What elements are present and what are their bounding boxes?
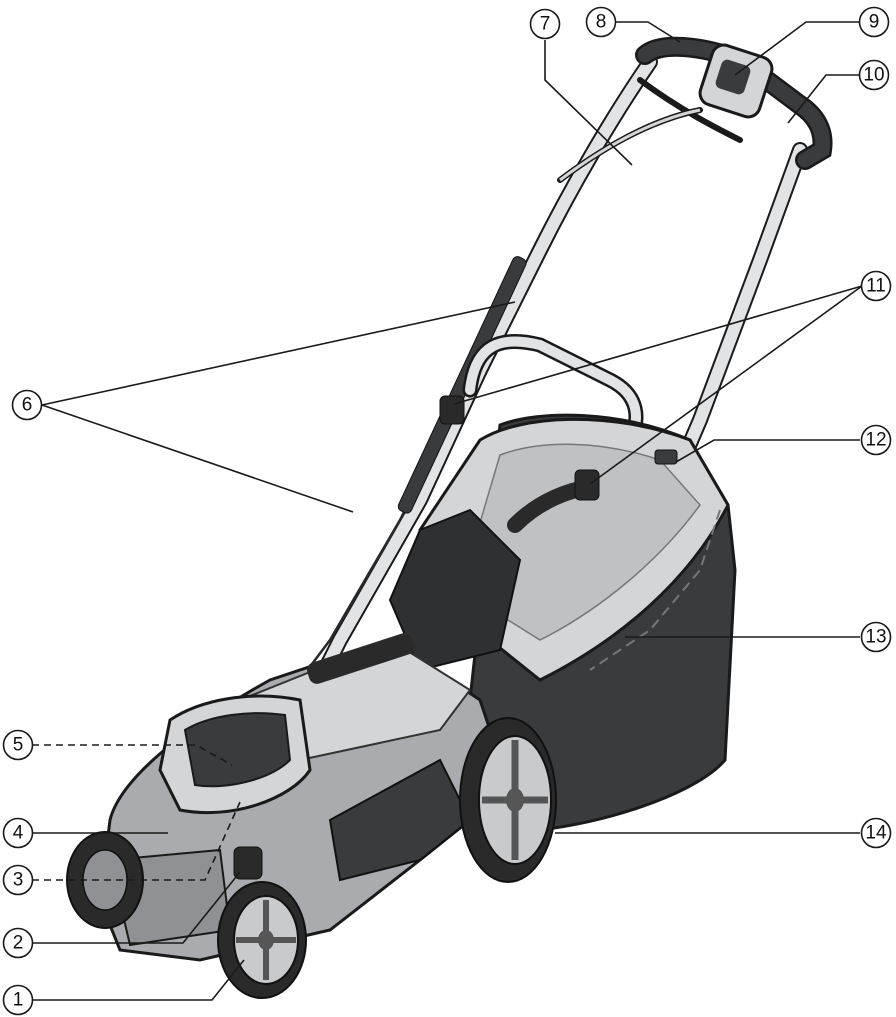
- leader-3: [32, 801, 241, 881]
- callout-3: 3: [2, 864, 34, 896]
- rear-flap: [388, 508, 522, 672]
- callout-2: 2: [2, 927, 34, 959]
- handle-tube-left: [292, 54, 658, 728]
- svg-text:1: 1: [13, 990, 24, 1011]
- svg-text:5: 5: [13, 735, 24, 756]
- callout-10: 10: [858, 59, 890, 91]
- leader-11a: [453, 285, 863, 405]
- quick-release-right: [574, 469, 600, 501]
- callout-6: 6: [11, 389, 43, 421]
- callout-13: 13: [860, 621, 892, 653]
- callout-14: 14: [860, 817, 892, 849]
- callout-11: 11: [860, 270, 892, 302]
- leader-8: [616, 21, 681, 43]
- leader-10: [787, 74, 859, 124]
- svg-text:9: 9: [869, 12, 880, 33]
- quick-release-left: [439, 395, 465, 425]
- svg-text:11: 11: [866, 276, 886, 297]
- svg-text:12: 12: [865, 430, 886, 451]
- callout-1: 1: [2, 984, 34, 1016]
- leader-6b: [41, 404, 354, 513]
- svg-text:8: 8: [596, 12, 607, 33]
- callout-9: 9: [858, 6, 890, 38]
- wheel-front-right: [217, 881, 307, 999]
- leader-11b: [589, 285, 863, 485]
- leader-5: [32, 744, 233, 766]
- leader-6a: [41, 301, 516, 406]
- svg-text:4: 4: [13, 823, 24, 844]
- callout-5: 5: [2, 729, 34, 761]
- svg-text:14: 14: [865, 823, 887, 844]
- callouts: 1 2 3 4 5 6 7 8: [2, 6, 892, 1016]
- wheel-rear-right: [459, 717, 557, 883]
- svg-text:13: 13: [865, 627, 886, 648]
- callout-8: 8: [585, 6, 617, 38]
- leader-2: [32, 871, 241, 944]
- callout-7: 7: [529, 8, 561, 40]
- svg-text:7: 7: [540, 14, 551, 35]
- safety-key: [233, 846, 263, 880]
- mower-illustration: [66, 36, 833, 999]
- svg-text:10: 10: [863, 65, 884, 86]
- callout-4: 4: [2, 817, 34, 849]
- svg-text:2: 2: [13, 933, 24, 954]
- svg-text:6: 6: [22, 395, 33, 416]
- leader-1: [32, 959, 245, 1001]
- switch-box: [698, 43, 774, 119]
- leader-9: [734, 21, 859, 76]
- leader-lines: [32, 21, 863, 1001]
- leader-7: [544, 40, 633, 166]
- callout-12: 12: [860, 424, 892, 456]
- svg-text:3: 3: [13, 870, 24, 891]
- fill-level-indicator: [654, 449, 678, 465]
- leader-12: [675, 439, 860, 463]
